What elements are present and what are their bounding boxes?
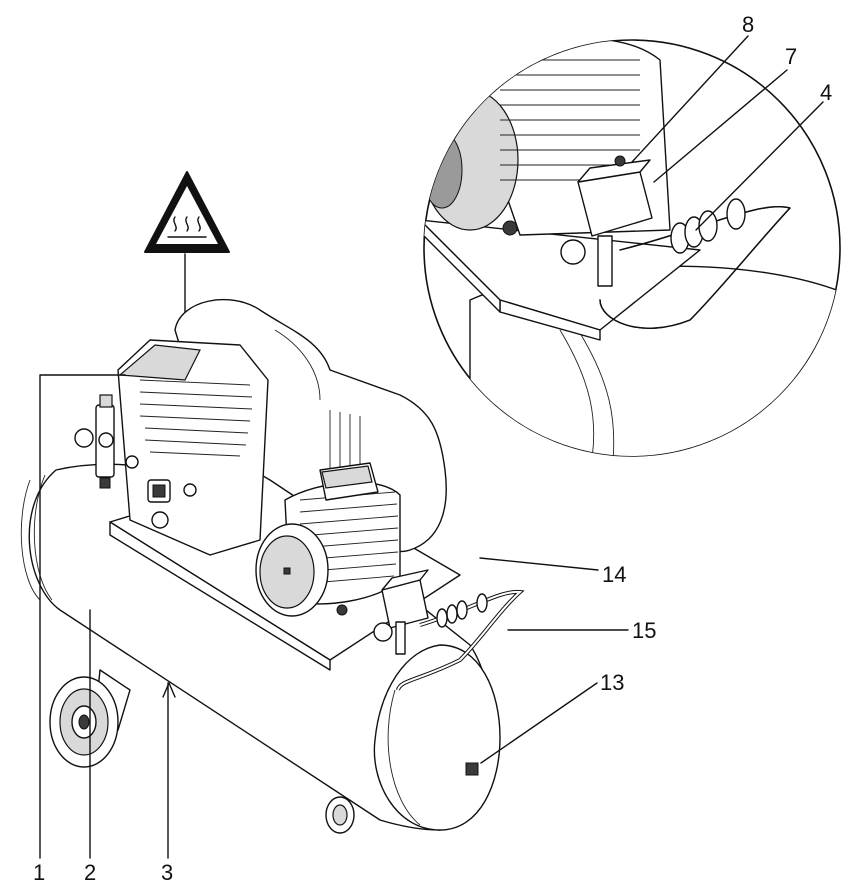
pressure-switch <box>373 569 429 655</box>
hose-connector-inset <box>670 198 746 254</box>
callout-8: 8 <box>742 12 754 37</box>
wheel <box>49 669 131 768</box>
main-compressor <box>20 298 525 834</box>
callout-3: 3 <box>161 860 173 885</box>
callout-1: 1 <box>33 860 45 885</box>
callout-7: 7 <box>785 44 797 69</box>
electric-motor <box>255 462 401 617</box>
callout-13: 13 <box>600 670 624 695</box>
callout-14: 14 <box>602 562 626 587</box>
leader-lines <box>39 35 824 859</box>
detail-inset <box>423 39 841 457</box>
cylinder-fins <box>139 379 253 457</box>
hot-surface-warning-icon <box>144 171 230 363</box>
callout-15: 15 <box>632 618 656 643</box>
motor-fins <box>299 491 399 585</box>
callout-labels: 1 2 3 4 7 8 13 14 15 <box>33 12 832 885</box>
callout-2: 2 <box>84 860 96 885</box>
pressure-regulator <box>74 394 139 489</box>
callout-4: 4 <box>820 80 832 105</box>
outlet-pipe <box>396 589 525 691</box>
drain-valve <box>465 762 479 776</box>
foot <box>325 796 355 834</box>
compressor-pump <box>117 339 269 556</box>
